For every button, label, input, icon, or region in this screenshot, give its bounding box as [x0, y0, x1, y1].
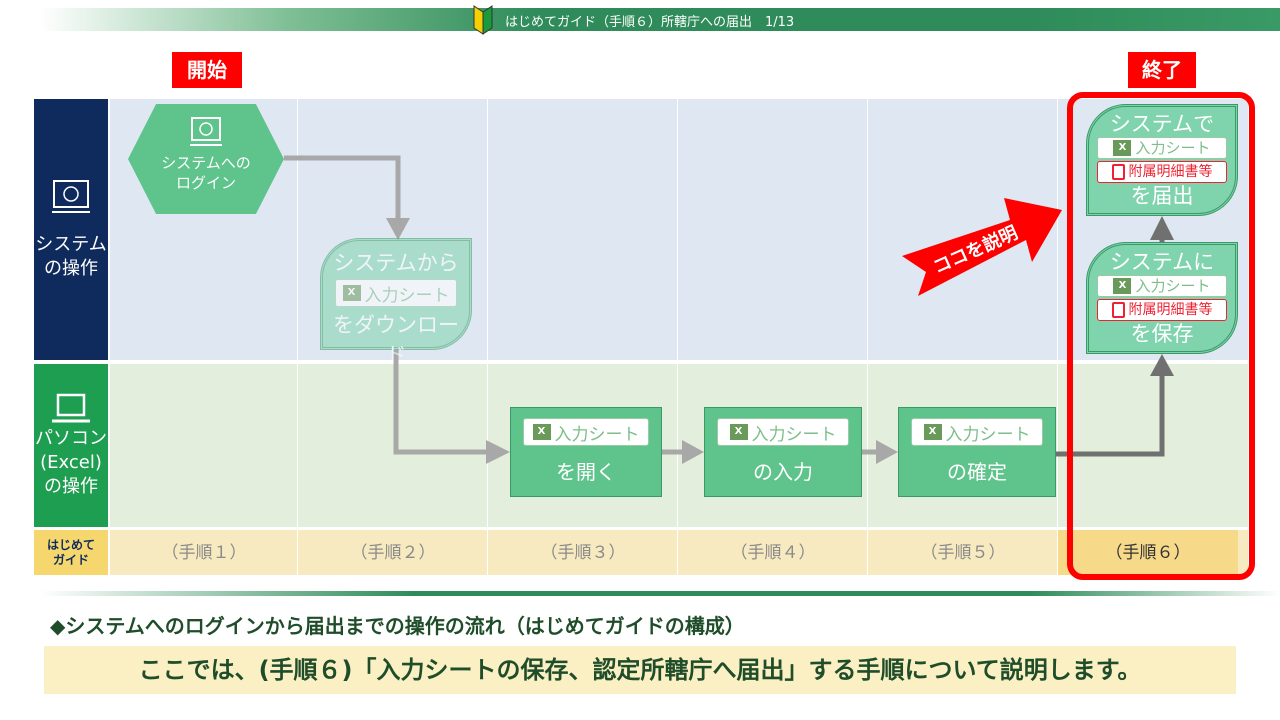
attachment-chip: 附属明細書等	[1097, 299, 1227, 321]
column	[488, 99, 678, 575]
column	[868, 99, 1058, 575]
submit-text-top: システムで	[1109, 112, 1215, 136]
confirm-text: の確定	[947, 460, 1007, 484]
laptop-icon	[52, 393, 90, 422]
beginner-mark-icon	[473, 5, 493, 35]
save-text-top: システムに	[1109, 250, 1215, 274]
pdf-icon	[1111, 164, 1125, 180]
summary-banner: ここでは、(手順６)「入力シートの保存、認定所轄庁へ届出」する手順について説明し…	[44, 646, 1236, 694]
start-label: 開始	[172, 52, 242, 88]
chip-label: 入力シート	[945, 424, 1031, 445]
excel-icon: X	[1113, 140, 1132, 156]
chip-label: 入力シート	[1135, 139, 1211, 157]
excel-icon: X	[1113, 278, 1132, 294]
chip-label: 附属明細書等	[1128, 164, 1213, 180]
columns	[110, 99, 1248, 575]
highlight-frame	[1067, 92, 1255, 580]
step-label[interactable]: （手順４）	[730, 543, 816, 563]
input-text: の入力	[753, 460, 813, 484]
lane-pc-label-3: の操作	[44, 475, 98, 497]
lane-system-label-1: システム	[35, 233, 107, 255]
chip-label: 入力シート	[751, 424, 837, 445]
attachment-chip: 附属明細書等	[1097, 161, 1227, 183]
step-label[interactable]: （手順２）	[350, 543, 436, 563]
login-text-1: システムへの	[161, 154, 251, 172]
monitor-globe-icon	[52, 179, 90, 213]
lane-system-label-2: の操作	[44, 257, 98, 279]
step-label[interactable]: （手順３）	[540, 543, 626, 563]
step-label[interactable]: （手順５）	[920, 543, 1006, 563]
page-title: はじめてガイド（手順６）所轄庁への届出 1/13	[505, 15, 795, 30]
open-text: を開く	[556, 460, 616, 484]
excel-icon: X	[342, 285, 361, 301]
lane-system: システム の操作	[34, 99, 108, 360]
chip-label: 入力シート	[554, 424, 640, 445]
header-bar	[40, 8, 1280, 31]
step-row: （手順１） （手順２） （手順３） （手順４） （手順５） （手順６）	[110, 530, 1248, 575]
divider	[40, 591, 1280, 596]
step-label-current[interactable]: （手順６）	[1058, 530, 1238, 575]
pdf-icon	[1111, 302, 1125, 318]
excel-icon: X	[729, 424, 748, 440]
lane-pc-label-1: パソコン	[35, 427, 107, 449]
lane-pc-label-2: (Excel)	[40, 451, 102, 473]
login-text-2: ログイン	[175, 174, 236, 192]
lane-guide: はじめて ガイド	[34, 530, 108, 575]
lane-guide-label-2: ガイド	[52, 552, 89, 567]
flow-subtitle: ◆システムへのログインから届出までの操作の流れ（はじめてガイドの構成）	[50, 614, 745, 638]
submit-text-bottom: を届出	[1130, 184, 1194, 208]
column	[678, 99, 868, 575]
download-text-bottom: をダウンロード	[333, 313, 459, 367]
save-text-bottom: を保存	[1130, 322, 1194, 346]
end-label: 終了	[1128, 52, 1196, 88]
excel-icon: X	[923, 424, 942, 440]
column	[298, 99, 488, 575]
download-text-top: システムから	[333, 251, 459, 275]
login-shape[interactable]: システムへの ログイン	[128, 104, 284, 214]
system-area	[110, 99, 1248, 360]
chip-label: 入力シート	[1135, 277, 1211, 295]
excel-icon: X	[532, 424, 551, 440]
lane-pc: パソコン (Excel) の操作	[34, 364, 108, 527]
lane-guide-label-1: はじめて	[46, 537, 95, 552]
callout-arrow	[902, 198, 1062, 296]
chip-label: 附属明細書等	[1128, 302, 1213, 318]
chip-label: 入力シート	[364, 285, 450, 306]
step-label[interactable]: （手順１）	[161, 543, 247, 563]
column	[110, 99, 298, 575]
pc-area	[110, 364, 1248, 527]
monitor-globe-icon	[190, 117, 222, 146]
